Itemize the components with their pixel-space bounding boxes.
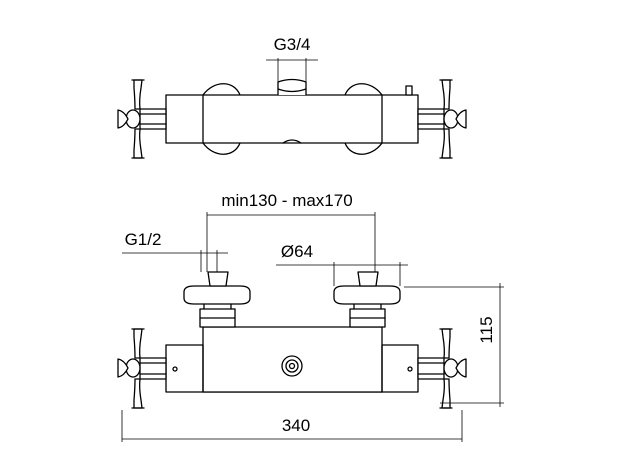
outlet-fitting-icon: [281, 355, 303, 377]
top-left-handle-icon: [117, 79, 167, 159]
left-wall-connection-icon: [183, 271, 251, 328]
right-wall-connection-icon: [333, 271, 401, 328]
top-view: G3/4: [117, 35, 467, 159]
front-view: min130 - max170 G1/2 Ø64 115 340: [117, 191, 504, 442]
front-right-handle-icon: [417, 328, 467, 409]
outlet-thread-label: G3/4: [274, 35, 311, 54]
front-left-handle-icon: [117, 328, 167, 409]
height-label: 115: [477, 316, 496, 343]
diameter-label: Ø64: [281, 242, 313, 261]
top-body: [165, 94, 419, 144]
center-distance-label: min130 - max170: [221, 191, 352, 210]
top-outlet: [277, 78, 307, 96]
inlet-thread-label: G1/2: [125, 230, 162, 249]
top-right-handle-icon: [417, 79, 467, 159]
total-width-label: 340: [282, 416, 310, 435]
